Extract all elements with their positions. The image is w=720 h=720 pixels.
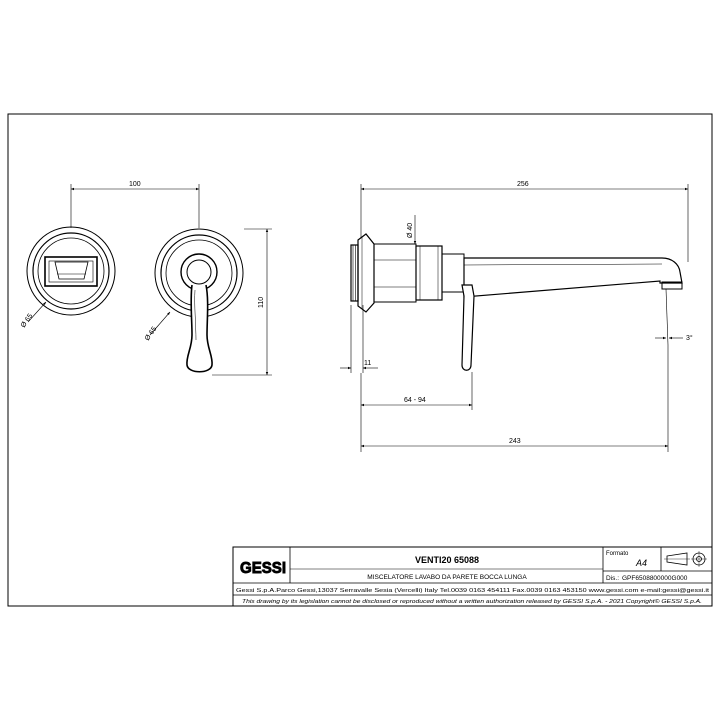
dim-100: 100 [129,181,141,188]
dim-dia65-left: Ø 65 [20,313,34,330]
dim-11: 11 [364,360,371,367]
dim-3deg: 3° [686,334,693,342]
dim-dia40: Ø 40 [407,223,414,238]
view-lever-front [154,228,244,373]
dis-label: Dis.: [606,575,619,582]
logo: GESSI [240,560,286,577]
dim-256: 256 [517,181,529,188]
view-wall-plate [26,226,116,316]
dim-64-94: 64 - 94 [404,397,426,404]
dim-110: 110 [258,297,265,308]
drawing-frame [7,113,713,607]
format-value: A4 [635,558,647,568]
company-address: Gessi S.p.A.Parco Gessi,13037 Serravalle… [236,588,710,594]
projection-symbol-icon [664,551,707,567]
product-code: VENTI20 65088 [415,555,479,565]
view-side-profile [350,233,683,371]
dim-243: 243 [509,438,521,445]
legal-notice: This drawing by its legislation cannot b… [242,598,702,605]
format-label: Formato [606,551,629,557]
title-block: GESSI VENTI20 65088 MISCELATORE LAVABO D… [232,546,713,607]
product-description: MISCELATORE LAVABO DA PARETE BOCCA LUNGA [367,574,527,581]
dis-value: GPF6508800000G000 [622,575,688,582]
